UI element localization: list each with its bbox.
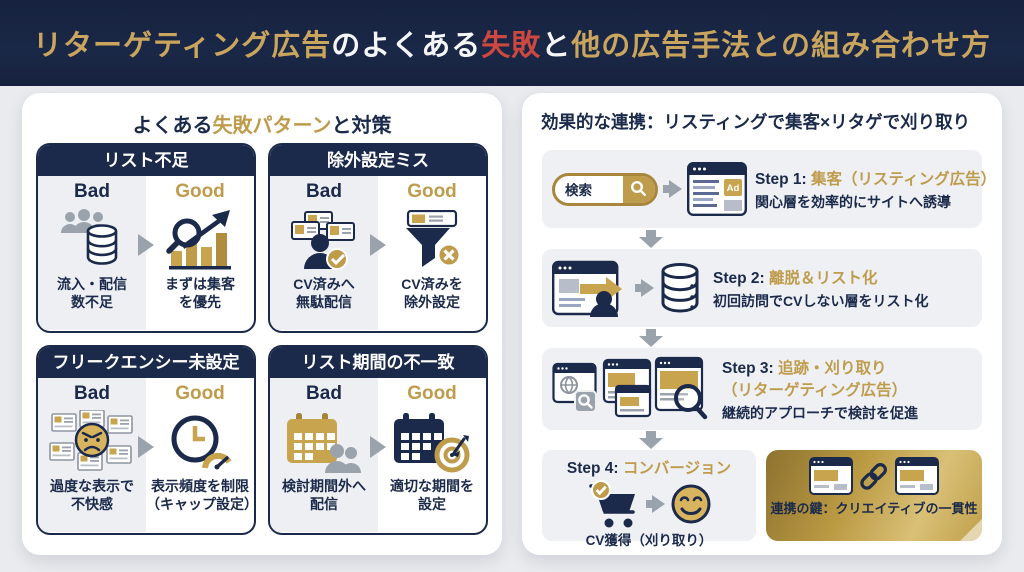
right-panel-heading: 効果的な連携：リスティングで集客×リタゲで刈り取り [541,112,971,132]
heading-post: と対策 [331,115,392,137]
step3-row: Step 3: 追跡・刈り取り （リターゲティング広告） 継続的アプローチで検討… [542,348,982,430]
failure-patterns-panel: よくある失敗パターンと対策 リスト不足 Bad [22,93,502,555]
card-title: 除外設定ミス [270,145,486,176]
good-column: Good まず [146,176,254,330]
card-title: フリークエンシー未設定 [38,347,254,378]
frequency-cap-clock-icon [167,406,233,478]
bad-label: Bad [306,383,342,404]
good-column: Good [378,378,486,532]
arrow-right-icon [635,279,654,297]
linked-creatives-icon [766,457,982,495]
bad-to-good-arrow-icon [138,436,154,458]
step2-desc: 初回訪問でCVしない層をリスト化 [713,292,929,309]
bad-column: Bad [38,176,146,330]
good-column: Good 表示頻度を制限（キャップ設定） [146,378,254,532]
bad-caption: 流入・配信数不足 [57,276,127,310]
bad-label: Bad [74,383,110,404]
growth-search-chart-icon [165,204,235,276]
bad-caption: 検討期間外へ配信 [282,478,366,512]
bad-caption: CV済みへ無駄配信 [293,276,355,310]
retargeting-browsers-icon [552,356,708,420]
good-column: Good CV済みを除外設定 [378,176,486,330]
step1-row: 検索 Ad Step 1: 集客（リスティング広告） 関心層を効率的にサイトへ誘… [542,150,996,228]
bad-column: Bad [270,176,378,330]
card-title: リスト不足 [38,145,254,176]
good-label: Good [175,383,225,404]
step4-box: Step 4: コンバージョン CV獲得（刈り取り） [542,450,756,548]
step3-subtitle: （リターゲティング広告） [722,381,908,399]
bad-column: Bad [38,378,146,532]
exclusion-funnel-icon [400,204,464,276]
heading-pre: よくある [132,115,213,137]
good-caption: まずは集客を優先 [165,276,235,310]
title-brand: リターゲティング広告 [32,30,332,62]
card-title: リスト期間の不一致 [270,347,486,378]
step1-desc: 関心層を効率的にサイトへ誘導 [755,193,951,210]
creative-browser-icon [809,457,853,495]
good-label: Good [407,181,457,202]
step1-title: Step 1: 集客（リスティング広告） [755,170,997,188]
step3-desc: 継続的アプローチで検討を促進 [722,404,918,421]
search-box[interactable]: 検索 [552,172,658,206]
flow-down-arrow-icon [639,431,663,449]
arrow-right-icon [663,180,682,198]
step4-title: Step 4: コンバージョン [566,460,732,477]
arrow-right-icon [645,495,665,513]
page-title: リターゲティング広告のよくある失敗と他の広告手法との組み合わせ方 [33,22,991,64]
bad-caption: 過度な表示で不快感 [50,478,134,512]
left-panel-heading: よくある失敗パターンと対策 [22,109,502,138]
step2-title: Step 2: 離脱＆リスト化 [713,269,878,287]
creative-consistency-key-box: 連携の鍵：クリエイティブの一貫性 [766,450,982,541]
flow-down-arrow-icon [639,329,663,347]
good-label: Good [407,383,457,404]
title-fail: 失敗 [481,30,542,62]
ad-badge-text: Ad [727,183,740,194]
title-mid: のよくある [331,30,482,62]
card-list-shortage: リスト不足 Bad [36,143,256,333]
card-exclusion-mistake: 除外設定ミス Bad [268,143,488,333]
audience-database-icon [58,204,126,276]
header-banner: リターゲティング広告のよくある失敗と他の広告手法との組み合わせ方 [0,0,1024,86]
heading-highlight: 失敗パターン [212,115,332,137]
good-caption: CV済みを除外設定 [401,276,463,310]
combination-flow-panel: 効果的な連携：リスティングで集客×リタゲで刈り取り 検索 Ad [522,93,1002,555]
good-label: Good [175,181,225,202]
bad-to-good-arrow-icon [138,234,154,256]
ad-overload-angry-face-icon [49,406,135,478]
chain-link-icon [860,463,887,490]
ads-to-converted-user-icon [289,204,359,276]
step4-caption: CV獲得（刈り取り） [585,533,713,548]
card-frequency-unset: フリークエンシー未設定 Bad [36,345,256,535]
smiley-icon [671,484,710,524]
title-rest: 他の広告手法との組み合わせ方 [571,30,992,62]
calendar-mismatch-icon [285,406,363,478]
listing-ad-browser-icon: Ad [687,162,747,216]
calendar-target-icon [392,406,472,478]
search-input-text: 検索 [565,183,592,198]
title-and: と [541,30,572,62]
cart-check-icon [588,480,635,528]
bad-column: Bad [270,378,378,532]
visitor-exit-browser-icon [552,260,622,317]
creative-browser-icon [895,457,939,495]
bad-to-good-arrow-icon [370,234,386,256]
database-icon [661,263,699,313]
failure-cards-grid: リスト不足 Bad [36,143,488,535]
step3-title: Step 3: 追跡・刈り取り [722,359,887,377]
bad-to-good-arrow-icon [370,436,386,458]
step2-row: Step 2: 離脱＆リスト化 初回訪問でCVしない層をリスト化 [542,249,982,327]
good-caption: 表示頻度を制限（キャップ設定） [146,478,256,512]
bad-label: Bad [74,181,110,202]
bad-label: Bad [306,181,342,202]
key-box-text: 連携の鍵：クリエイティブの一貫性 [770,501,978,516]
search-icon[interactable] [623,175,655,203]
page-curl-decoration [960,519,982,541]
flow-down-arrow-icon [639,230,663,248]
card-list-period-mismatch: リスト期間の不一致 Bad [268,345,488,535]
good-caption: 適切な期間を設定 [390,478,474,512]
